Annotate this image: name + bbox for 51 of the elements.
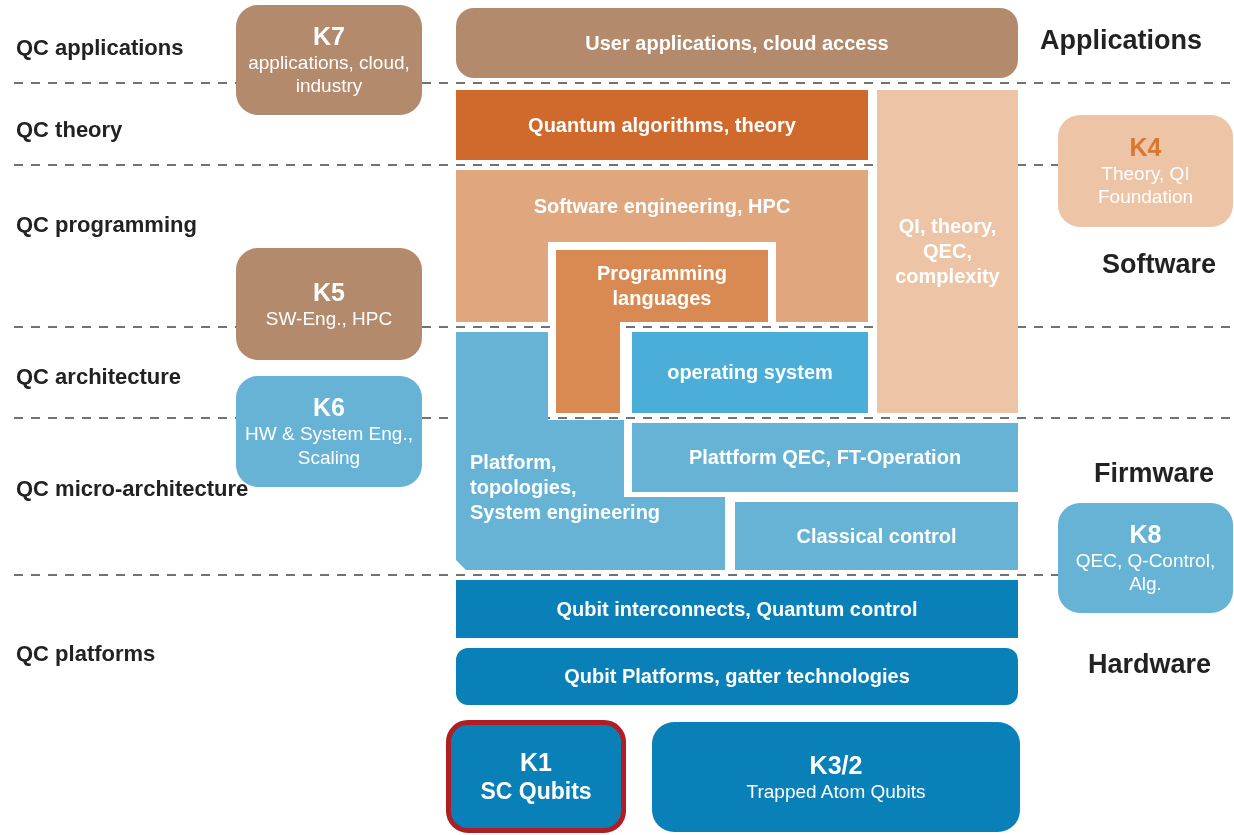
block-label: Software engineering, HPC	[533, 193, 791, 219]
layer-label: QC platforms	[16, 640, 157, 668]
l-shaped-block	[456, 170, 868, 322]
layer-block	[632, 332, 868, 413]
layer-block	[877, 90, 1018, 413]
layer-block	[735, 502, 1018, 570]
card-title: K1	[520, 747, 552, 777]
block-label: Qubit Platforms, gatter technologies	[564, 664, 910, 689]
card-title: K3/2	[809, 750, 863, 780]
card-text: HW & System Eng., Scaling	[244, 422, 414, 470]
group-card	[652, 722, 1020, 832]
layer-label: Applications	[1040, 24, 1203, 57]
block-label: operating system	[667, 360, 833, 385]
layer-block	[456, 648, 1018, 705]
group-card	[236, 5, 422, 115]
block-label: Programming languages	[596, 261, 728, 311]
group-card	[446, 720, 626, 833]
card-text: Theory, QI Foundation	[1096, 161, 1195, 210]
block-extension	[556, 322, 620, 413]
card-title: K8	[1129, 519, 1162, 549]
card-title: K5	[313, 277, 345, 307]
card-title: K6	[313, 393, 345, 423]
layer-label: QC theory	[16, 116, 124, 144]
layer-label: QC micro-architecture	[16, 475, 250, 503]
group-card	[1058, 115, 1233, 227]
block-label: Qubit interconnects, Quantum control	[556, 596, 918, 622]
layer-label: QC applications	[16, 34, 185, 62]
card-title: K7	[313, 21, 345, 51]
layer-label: Hardware	[1088, 648, 1213, 681]
card-text: QEC, Q-Control, Alg.	[1074, 548, 1217, 597]
layer-label: Firmware	[1094, 457, 1216, 490]
card-text: Trapped Atom Qubits	[746, 779, 926, 804]
block-label: User applications, cloud access	[585, 30, 889, 56]
layer-label: QC programming	[16, 211, 198, 239]
card-text: applications, cloud, industry	[247, 50, 411, 99]
layer-block	[632, 423, 1018, 492]
layer-block	[456, 90, 868, 160]
block-label: Quantum algorithms, theory	[528, 112, 796, 138]
group-card	[1058, 503, 1233, 613]
block-label: QI, theory, QEC, complexity	[894, 214, 1001, 289]
card-text: SC Qubits	[480, 776, 592, 806]
layer-label: QC architecture	[16, 363, 183, 391]
block-label: Platform, topologies, System engineering	[470, 451, 661, 523]
card-text: SW-Eng., HPC	[265, 306, 393, 331]
layer-block	[456, 8, 1018, 78]
block-label: Plattform QEC, FT-Operation	[688, 445, 962, 470]
layer-label: Software	[1102, 248, 1218, 281]
card-title: K4	[1129, 132, 1162, 162]
block-label: Classical control	[796, 523, 957, 549]
group-card	[236, 248, 422, 360]
layer-block	[456, 580, 1018, 638]
